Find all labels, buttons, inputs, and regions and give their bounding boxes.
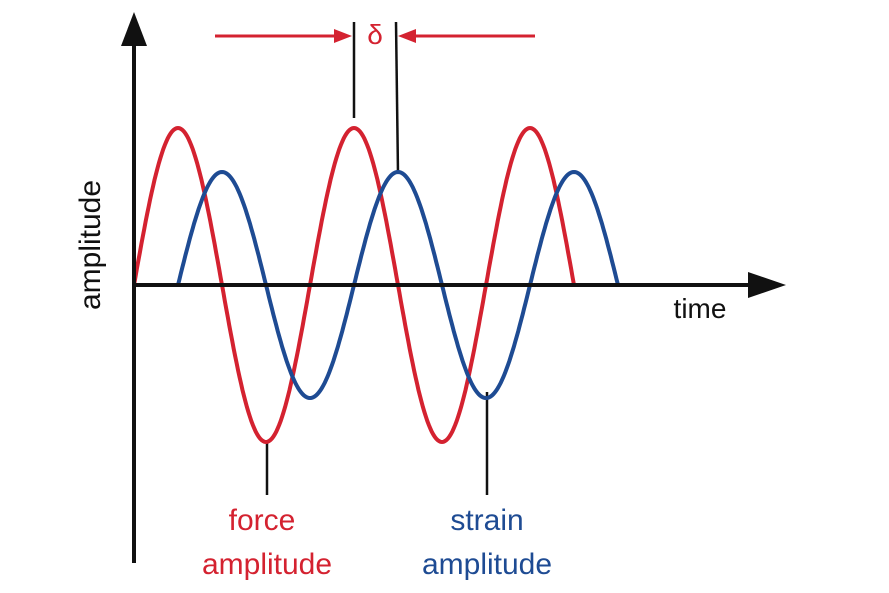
x-axis-arrowhead: [748, 272, 786, 298]
strain-label-line2: amplitude: [422, 548, 552, 581]
delta-right-arrow-head: [398, 29, 416, 43]
force-label-line2: amplitude: [202, 548, 332, 581]
strain-label-line1: strain: [450, 504, 523, 537]
strain-peak-marker: [394, 21, 400, 175]
y-axis-label: amplitude: [74, 180, 107, 310]
y-axis-arrowhead: [121, 12, 147, 46]
strain-curve: [176, 169, 620, 401]
force-curve: [132, 125, 576, 445]
delta-left-arrow-head: [334, 29, 352, 43]
force-label-line1: force: [229, 504, 296, 537]
delta-symbol: δ: [367, 19, 383, 50]
x-axis-label: time: [674, 293, 727, 324]
